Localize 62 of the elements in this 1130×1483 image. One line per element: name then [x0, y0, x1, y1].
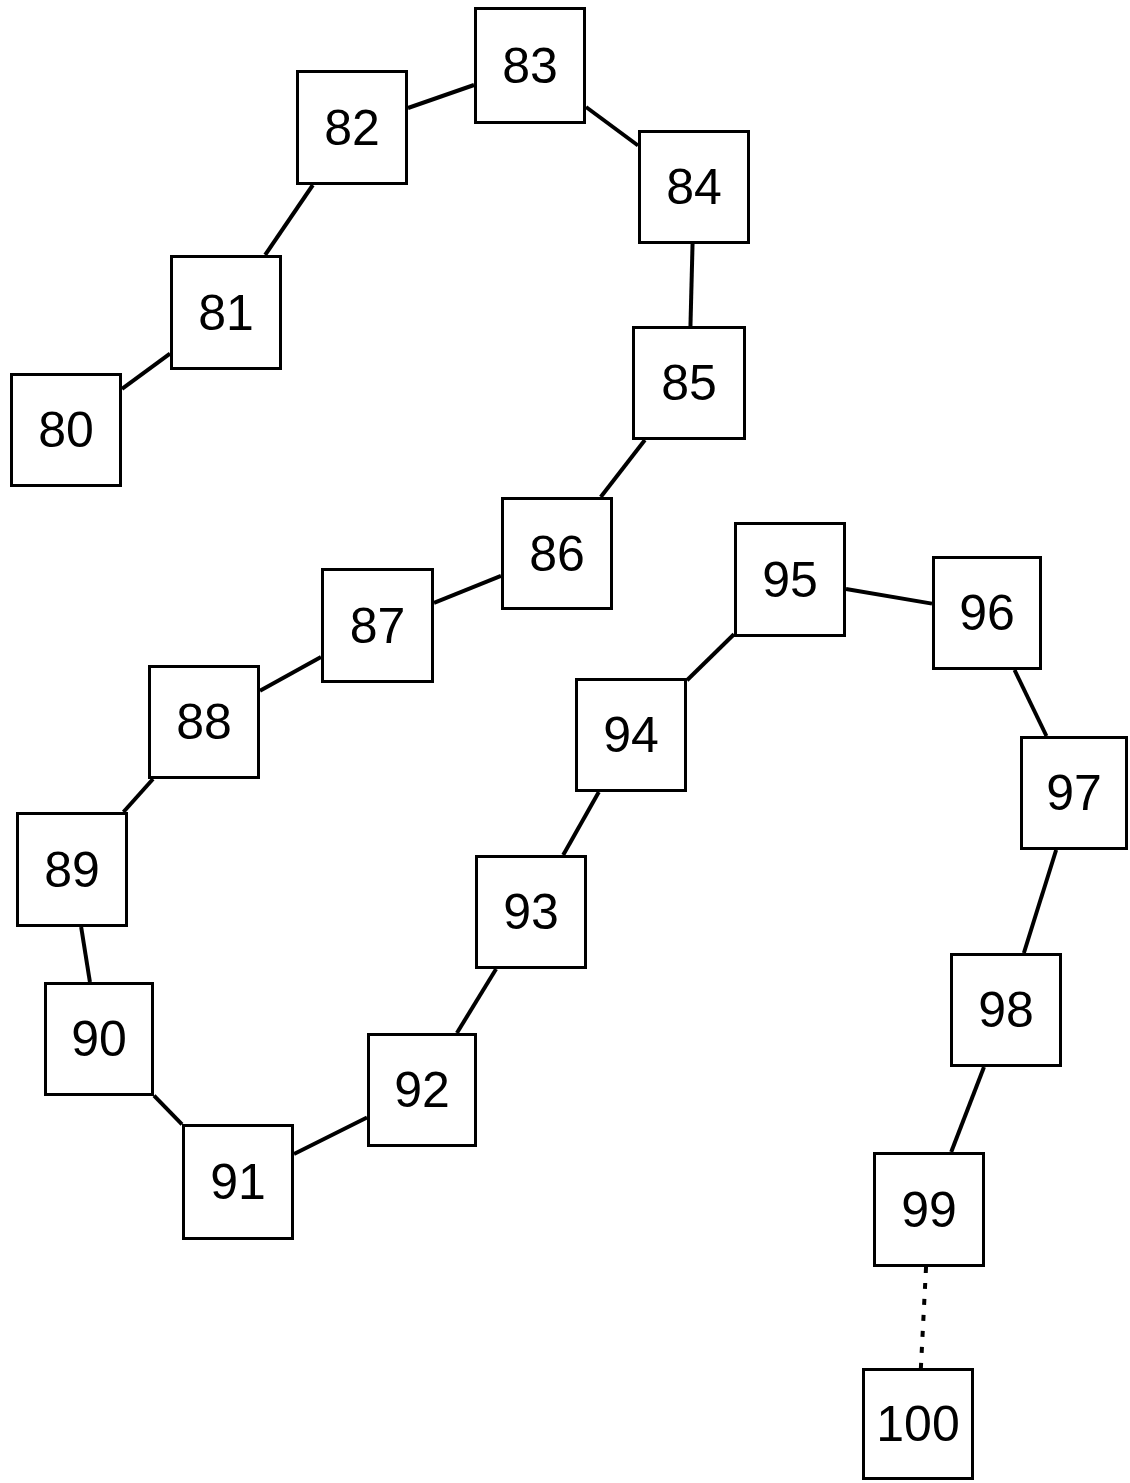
number-box — [873, 1152, 985, 1267]
number-box — [16, 812, 128, 927]
connector-line — [79, 926, 92, 983]
connector-line — [455, 967, 498, 1035]
number-box — [632, 326, 746, 440]
node-number: 87 — [349, 600, 406, 651]
number-box — [170, 255, 282, 370]
node-number: 95 — [762, 554, 818, 605]
node-number: 84 — [666, 162, 722, 212]
connector-line — [685, 632, 736, 682]
number-box — [44, 982, 154, 1096]
number-box — [501, 497, 613, 610]
number-box — [932, 556, 1042, 670]
number-box — [475, 855, 587, 969]
node-number: 80 — [38, 405, 94, 455]
number-box — [182, 1124, 294, 1240]
node-number: 92 — [394, 1065, 450, 1115]
connector-line — [120, 352, 172, 391]
node-number: 83 — [502, 40, 558, 91]
number-box — [862, 1368, 974, 1480]
node-number: 85 — [661, 358, 717, 408]
node-number: 89 — [44, 844, 100, 895]
node-number: 96 — [959, 588, 1015, 638]
connector-line — [845, 587, 933, 606]
node-number: 82 — [324, 102, 380, 153]
connector-line — [561, 791, 601, 856]
connector-line — [407, 83, 475, 110]
node-number: 100 — [876, 1399, 960, 1449]
number-box — [10, 373, 122, 487]
number-box — [575, 678, 687, 792]
connector-line — [1012, 669, 1049, 737]
connector-line — [599, 438, 647, 499]
node-number: 94 — [603, 710, 659, 760]
connector-line — [293, 1115, 368, 1156]
node-number: 98 — [978, 985, 1034, 1035]
connector-line — [433, 574, 502, 605]
node-number: 93 — [503, 887, 559, 937]
connector-line — [949, 1066, 986, 1153]
number-box — [1020, 736, 1128, 850]
node-number: 86 — [529, 528, 585, 579]
node-number: 97 — [1046, 768, 1102, 818]
number-box — [474, 7, 586, 124]
node-number: 91 — [210, 1157, 266, 1207]
node-number: 99 — [901, 1184, 957, 1235]
connector-line — [152, 1094, 184, 1126]
node-number: 90 — [71, 1014, 127, 1064]
number-box — [734, 522, 846, 637]
number-box — [367, 1033, 477, 1147]
number-box — [950, 953, 1062, 1067]
connector-line — [584, 105, 640, 148]
number-box — [638, 130, 750, 244]
connector-line — [263, 183, 315, 257]
connector-line — [1021, 849, 1059, 954]
node-number: 81 — [198, 287, 254, 338]
connector-line — [688, 243, 695, 327]
number-box — [296, 70, 408, 185]
number-box — [148, 665, 260, 779]
connector-line — [121, 777, 155, 814]
number-box — [321, 568, 434, 683]
connector-line — [918, 1266, 929, 1369]
node-number: 88 — [176, 697, 232, 747]
connector-line — [259, 655, 322, 693]
